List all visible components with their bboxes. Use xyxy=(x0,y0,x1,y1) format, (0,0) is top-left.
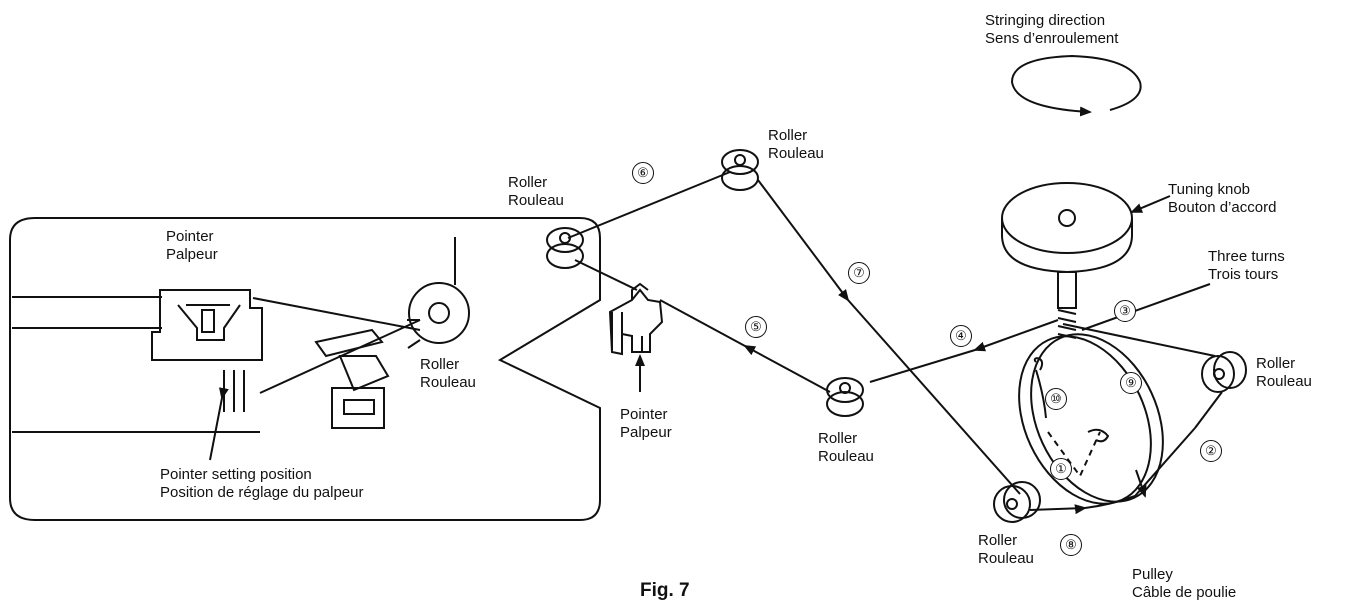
roller-left xyxy=(546,227,584,269)
tuning-knob xyxy=(1001,182,1133,274)
step-8: ⑧ xyxy=(1060,534,1082,556)
stringing-direction-arrow xyxy=(1010,54,1142,117)
pointer-main xyxy=(608,282,664,356)
label-roller-mid: Roller Rouleau xyxy=(818,430,874,465)
label-tuning-knob: Tuning knob Bouton d’accord xyxy=(1168,181,1277,216)
pulley xyxy=(1018,333,1164,505)
label-three-turns: Three turns Trois tours xyxy=(1208,248,1285,283)
tuning-shaft xyxy=(1057,271,1077,309)
step-5: ⑤ xyxy=(745,316,767,338)
label-pulley: Pulley Câble de poulie xyxy=(1132,566,1237,601)
step-2: ② xyxy=(1200,440,1222,462)
step-7: ⑦ xyxy=(848,262,870,284)
label-roller-right: Roller Rouleau xyxy=(1256,355,1312,390)
inset-roller xyxy=(408,282,470,344)
label-pointer-inset: Pointer Palpeur xyxy=(166,228,218,263)
label-pointer-main: Pointer Palpeur xyxy=(620,406,672,441)
roller-bottom xyxy=(993,481,1041,523)
label-pointer-setting: Pointer setting position Position de rég… xyxy=(160,466,364,501)
step-3: ③ xyxy=(1114,300,1136,322)
figure-caption: Fig. 7 xyxy=(640,580,690,601)
inset-callout-frame xyxy=(9,217,601,521)
step-6: ⑥ xyxy=(632,162,654,184)
label-roller-left: Roller Rouleau xyxy=(508,174,564,209)
step-4: ④ xyxy=(950,325,972,347)
step-9: ⑨ xyxy=(1120,372,1142,394)
label-roller-bottom: Roller Rouleau xyxy=(978,532,1034,567)
label-roller-inset: Roller Rouleau xyxy=(420,356,476,391)
step-10: ⑩ xyxy=(1045,388,1067,410)
step-1: ① xyxy=(1050,458,1072,480)
inset-pointer xyxy=(151,289,263,361)
roller-right xyxy=(1201,351,1247,393)
roller-top xyxy=(721,149,759,191)
inset-pointer-mechanism xyxy=(314,328,390,429)
label-roller-top: Roller Rouleau xyxy=(768,127,824,162)
roller-mid xyxy=(826,377,864,417)
label-stringing-direction: Stringing direction Sens d’enroulement xyxy=(985,12,1119,47)
